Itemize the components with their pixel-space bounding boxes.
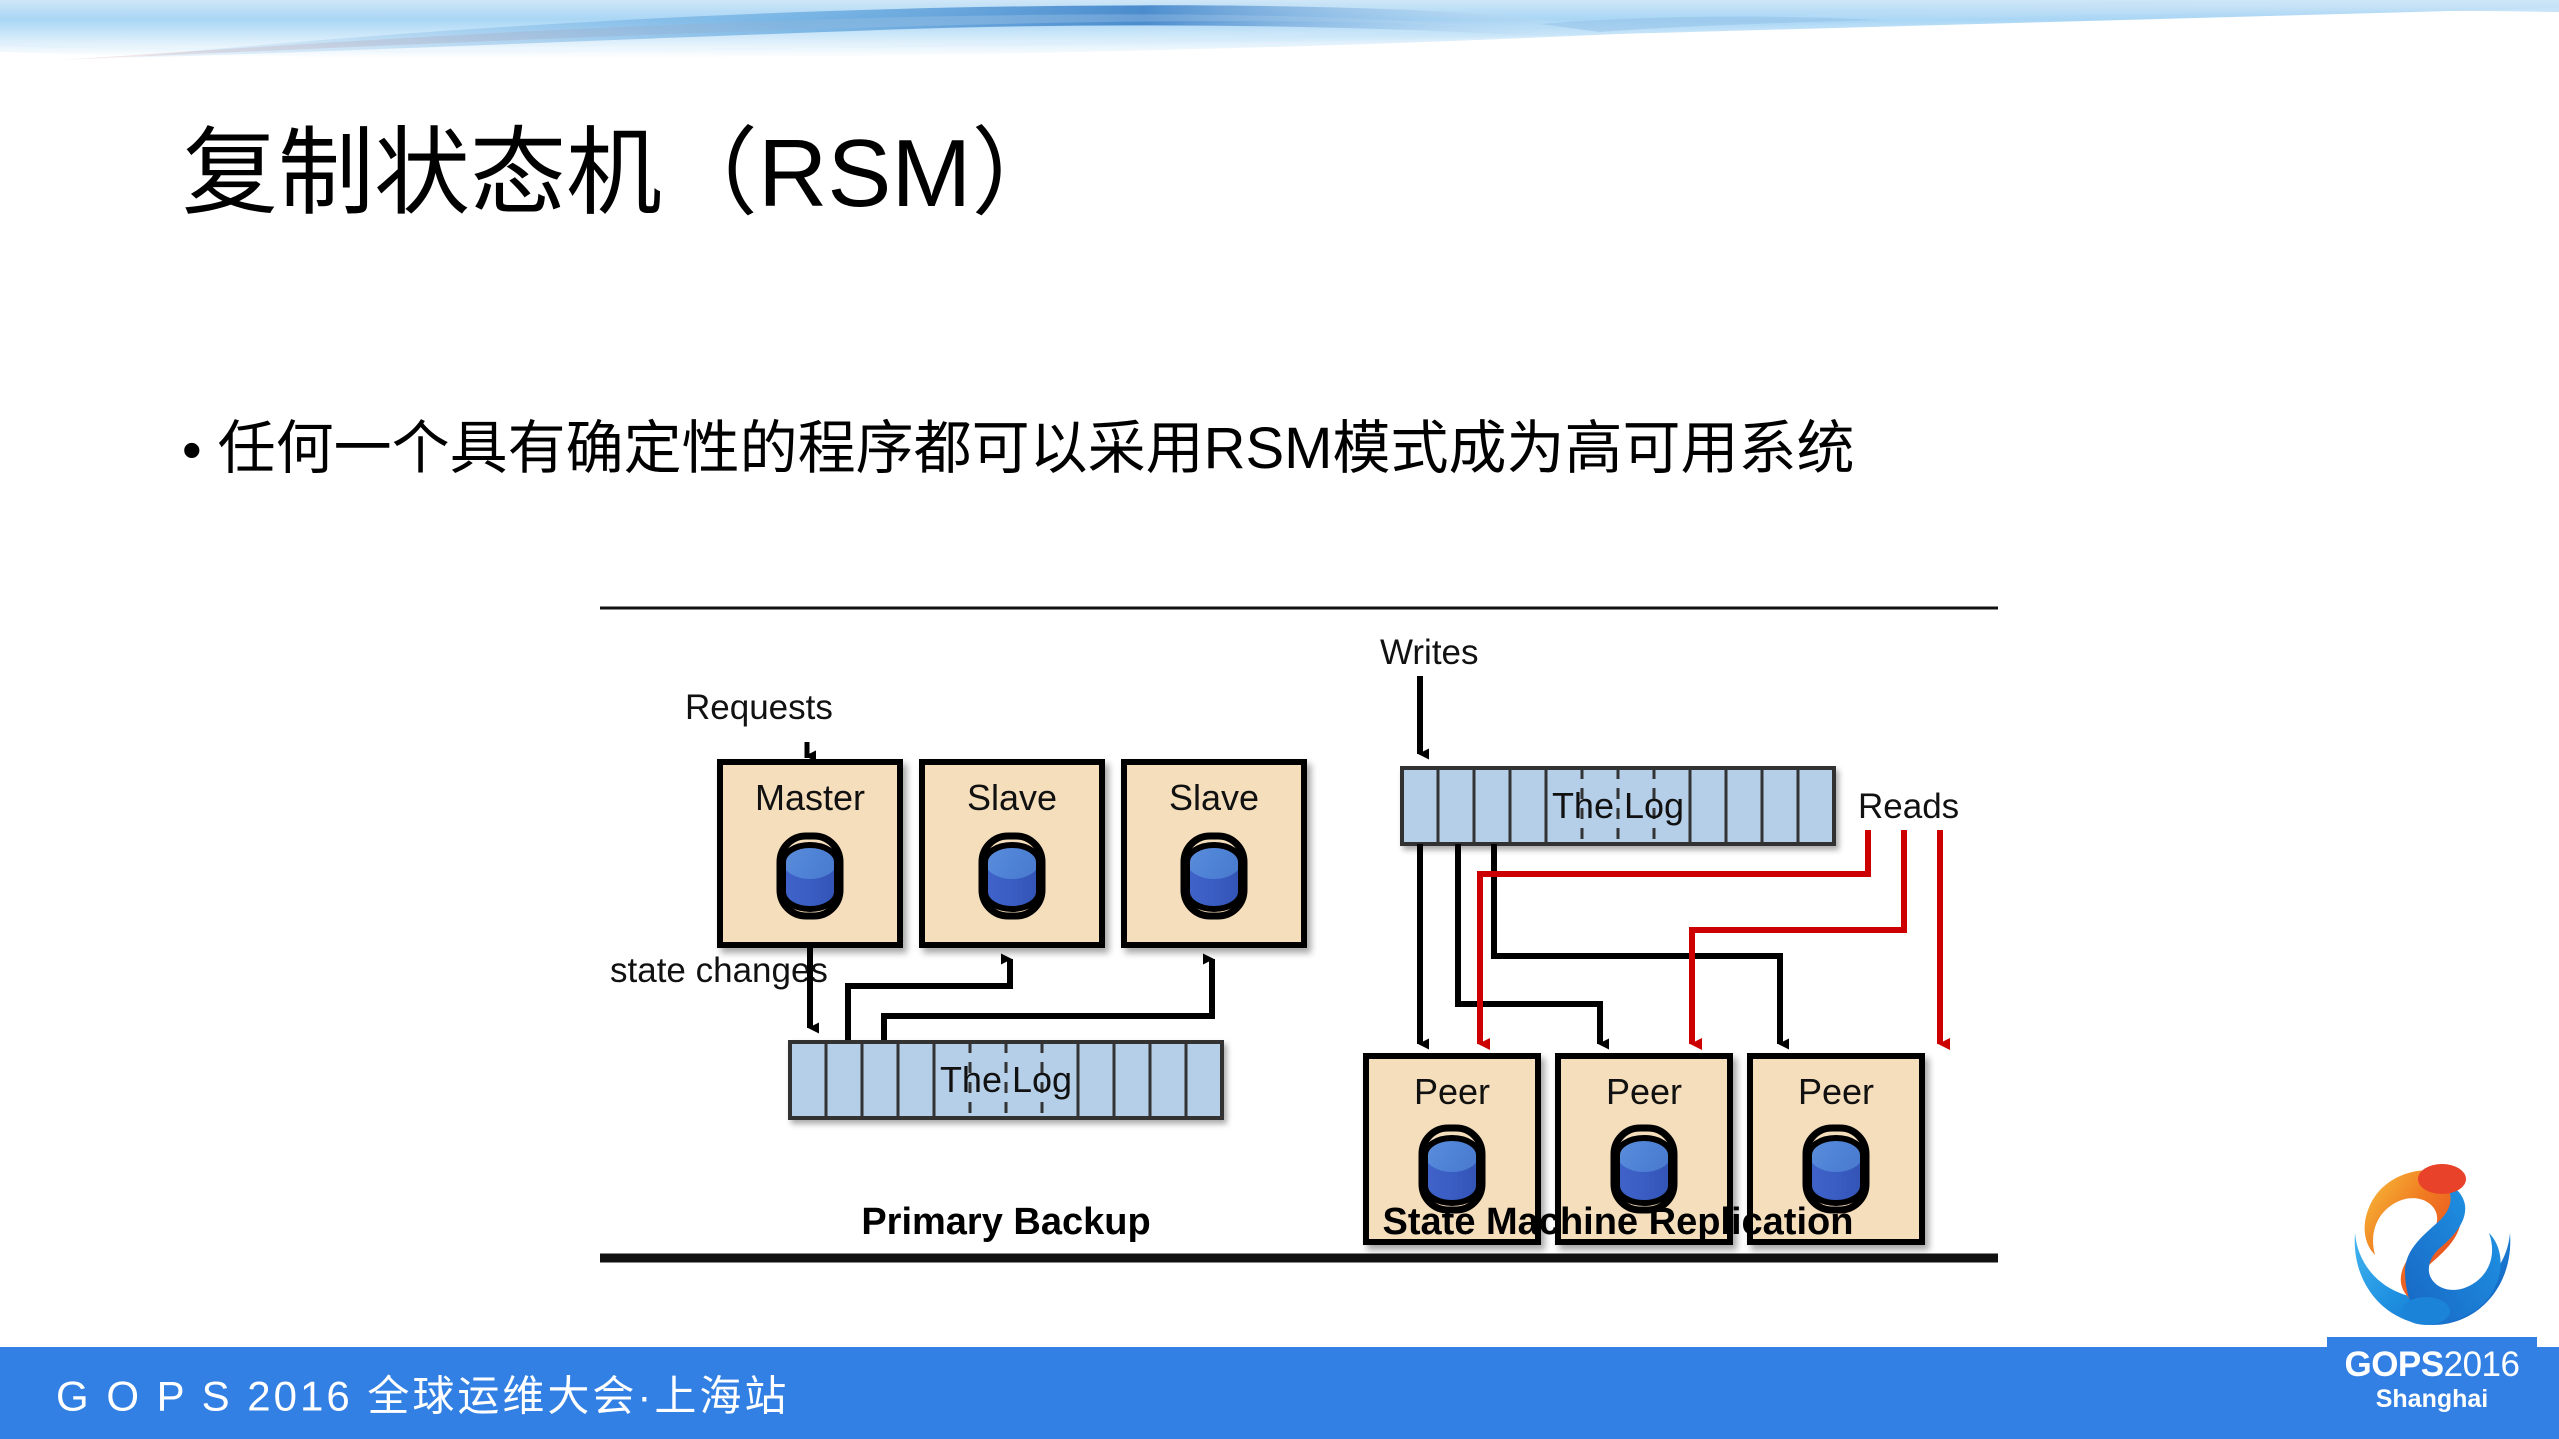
panel-caption-primary-backup: Primary Backup (861, 1201, 1150, 1243)
page-title: 复制状态机（RSM） (182, 120, 1068, 227)
node-label-peer-2: Peer (1606, 1071, 1682, 1112)
node-label-peer-1: Peer (1414, 1071, 1490, 1112)
panel-caption-state-machine-replication: State Machine Replication (1383, 1201, 1854, 1243)
gops-swirl-icon (2341, 1159, 2523, 1335)
log-label-right: The Log (1552, 785, 1684, 826)
node-label-slave-2: Slave (1169, 777, 1259, 818)
top-decorative-banner (0, 0, 2559, 62)
bullet-list-item: • 任何一个具有确定性的程序都可以采用RSM模式成为高可用系统 (182, 416, 1855, 481)
database-cylinder-icon (1802, 1124, 1870, 1214)
state-changes-label: state changes (610, 951, 828, 990)
node-label-slave-1: Slave (967, 777, 1057, 818)
primary-backup-panel: Requests Master Slave (610, 688, 1307, 1243)
database-cylinder-icon (1610, 1124, 1678, 1214)
state-machine-replication-panel: Writes (1363, 633, 1959, 1245)
bullet-marker-icon: • (182, 418, 202, 481)
database-cylinder-icon (1180, 832, 1248, 920)
footer-bar: G O P S 2016 全球运维大会·上海站 (0, 1347, 2559, 1439)
rsm-architecture-diagram: Requests Master Slave (600, 604, 1998, 1264)
bullet-item-label: 任何一个具有确定性的程序都可以采用RSM模式成为高可用系统 (217, 416, 1855, 481)
gops-logo: GOPS2016 Shanghai (2327, 1159, 2537, 1421)
database-cylinder-icon (978, 832, 1046, 920)
database-cylinder-icon (776, 832, 844, 920)
log-label-left: The Log (940, 1059, 1072, 1100)
gops-logo-line2: Shanghai (2375, 1384, 2489, 1413)
requests-label: Requests (685, 688, 833, 727)
gops-logo-plate: GOPS2016 Shanghai (2327, 1337, 2537, 1421)
footer-conference-label: G O P S 2016 全球运维大会·上海站 (56, 1372, 790, 1420)
writes-label: Writes (1380, 633, 1479, 672)
node-label-peer-3: Peer (1798, 1071, 1874, 1112)
database-cylinder-icon (1418, 1124, 1486, 1214)
gops-logo-line1: GOPS2016 (2344, 1344, 2520, 1384)
node-label-master: Master (755, 777, 865, 818)
reads-label: Reads (1858, 787, 1959, 826)
